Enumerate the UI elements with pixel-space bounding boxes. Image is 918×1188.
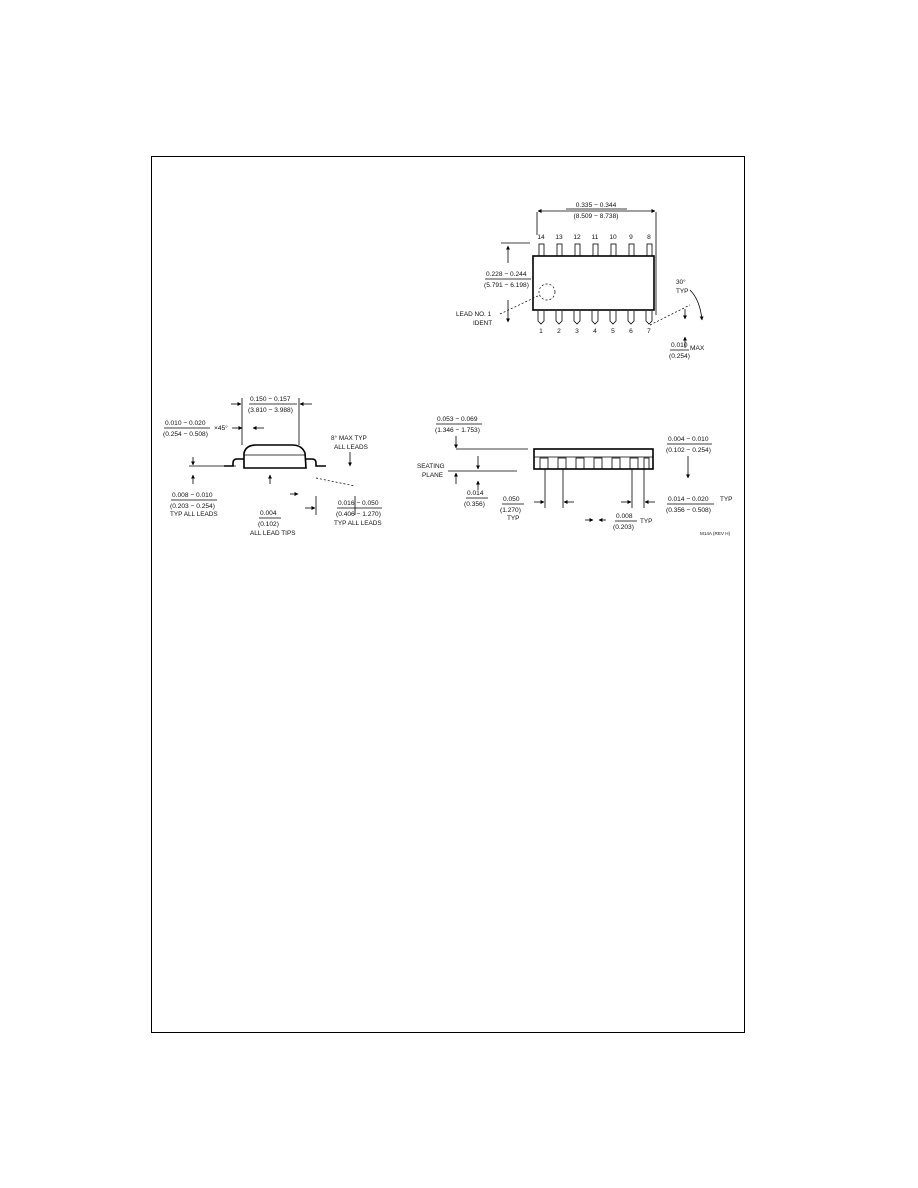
top-length-mm: (8.509 − 8.738) bbox=[574, 213, 619, 220]
pitch-mm: (1.270) bbox=[500, 507, 521, 514]
lead-no1-ident: IDENT bbox=[473, 320, 492, 327]
chamfer-angle: ×45° bbox=[214, 424, 228, 432]
lead-width-inch: 0.014 − 0.020 bbox=[668, 496, 709, 503]
max-inch: 0.010 bbox=[671, 342, 688, 349]
pitch-typ: TYP bbox=[507, 515, 519, 522]
lead-t-inch: 0.008 bbox=[616, 513, 633, 520]
standoff-inch: 0.004 − 0.010 bbox=[668, 436, 709, 443]
lead-thickness-note: TYP ALL LEADS bbox=[170, 511, 218, 518]
side-view-body bbox=[243, 444, 307, 469]
lead-no1-label: LEAD NO. 1 bbox=[456, 311, 492, 318]
pin-number: 13 bbox=[555, 234, 563, 241]
top-width-inch: 0.228 − 0.244 bbox=[486, 271, 527, 278]
top-pin-numbers: 14 13 12 11 10 9 8 bbox=[537, 234, 651, 241]
min-mm: (0.356) bbox=[464, 501, 485, 508]
min-inch: 0.014 bbox=[467, 490, 484, 497]
pin-number: 5 bbox=[611, 328, 615, 335]
pin-number: 2 bbox=[557, 328, 561, 335]
drawing-frame bbox=[151, 156, 745, 1033]
foot-length-note: TYP ALL LEADS bbox=[334, 520, 382, 527]
foot-length-inch: 0.016 − 0.050 bbox=[338, 500, 379, 507]
coplanarity-mm: (0.102) bbox=[258, 521, 279, 528]
body-width-inch: 0.150 − 0.157 bbox=[250, 396, 291, 403]
seating-plane-line2: PLANE bbox=[422, 472, 443, 479]
lead-t-typ: TYP bbox=[640, 518, 652, 525]
pin-number: 4 bbox=[593, 328, 597, 335]
top-view: 0.335 − 0.344 (8.509 − 8.738) 0.228 − 0.… bbox=[456, 202, 705, 360]
pin-number: 6 bbox=[629, 328, 633, 335]
lead-width-typ: TYP bbox=[720, 496, 732, 503]
front-view: 0.053 − 0.069 (1.346 − 1.753) SEATING PL… bbox=[417, 416, 732, 536]
pin1-ident-mark bbox=[538, 283, 556, 301]
lead-thickness-mm: (0.203 − 0.254) bbox=[170, 503, 215, 510]
pitch-inch: 0.050 bbox=[503, 496, 520, 503]
top-view-body bbox=[532, 255, 655, 311]
bottom-pin-numbers: 1 2 3 4 5 6 7 bbox=[539, 328, 651, 335]
lead-thickness-inch: 0.008 − 0.010 bbox=[172, 492, 213, 499]
standoff-mm: (0.102 − 0.254) bbox=[666, 447, 711, 454]
pin-number: 8 bbox=[647, 234, 651, 241]
seating-plane-line1: SEATING bbox=[417, 463, 445, 470]
pin-number: 3 bbox=[575, 328, 579, 335]
side-view: 0.150 − 0.157 (3.810 − 3.988) 0.010 − 0.… bbox=[163, 396, 382, 537]
pin-number: 10 bbox=[609, 234, 617, 241]
max-word: MAX bbox=[690, 345, 705, 352]
pin-number: 1 bbox=[539, 328, 543, 335]
pin-number: 9 bbox=[629, 234, 633, 241]
pin-number: 11 bbox=[592, 234, 599, 241]
drawing-number: M14A (REV H) bbox=[700, 531, 731, 536]
top-width-mm: (5.791 − 6.198) bbox=[484, 282, 529, 289]
pin-number: 12 bbox=[573, 234, 581, 241]
lead-width-mm: (0.356 − 0.508) bbox=[666, 507, 711, 514]
lead-angle-line2: ALL LEADS bbox=[334, 444, 368, 451]
body-width-mm: (3.810 − 3.988) bbox=[248, 407, 293, 414]
coplanarity-note: ALL LEAD TIPS bbox=[250, 530, 295, 537]
top-length-inch: 0.335 − 0.344 bbox=[576, 202, 617, 209]
chamfer-mm: (0.254 − 0.508) bbox=[163, 431, 208, 438]
foot-length-mm: (0.406 − 1.270) bbox=[336, 511, 381, 518]
top-leads bbox=[538, 243, 653, 257]
pin-number: 14 bbox=[537, 234, 545, 241]
coplanarity-inch: 0.004 bbox=[260, 510, 277, 517]
angle-label: 30° bbox=[676, 278, 686, 286]
max-mm: (0.254) bbox=[669, 353, 690, 360]
height-inch: 0.053 − 0.069 bbox=[437, 416, 478, 423]
lead-angle-line1: 8° MAX TYP bbox=[331, 434, 367, 442]
bottom-leads bbox=[537, 311, 653, 325]
chamfer-inch: 0.010 − 0.020 bbox=[165, 420, 206, 427]
front-view-body bbox=[533, 448, 654, 470]
angle-typ: TYP bbox=[676, 288, 688, 295]
pin-number: 7 bbox=[647, 328, 651, 335]
lead-t-mm: (0.203) bbox=[613, 524, 634, 531]
height-mm: (1.346 − 1.753) bbox=[435, 427, 480, 434]
